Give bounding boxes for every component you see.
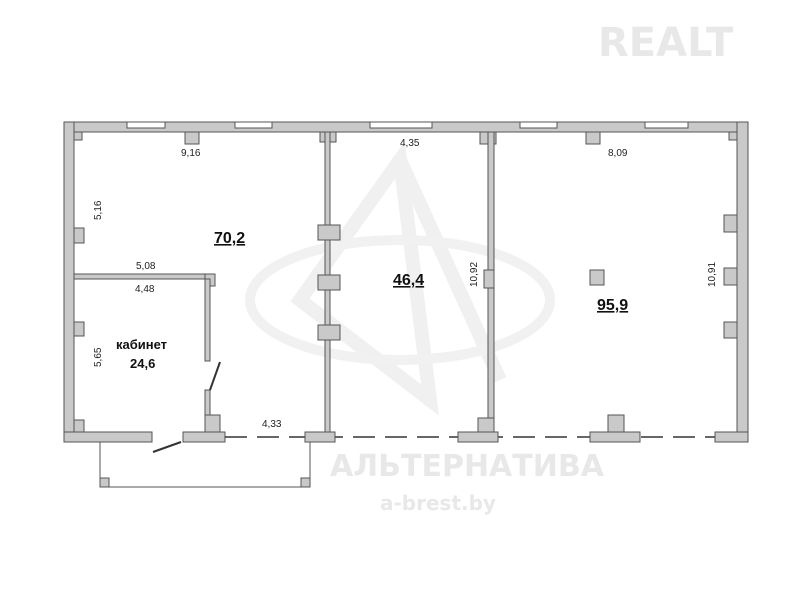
dimension-label: 5,16 — [93, 200, 104, 220]
room-area: 24,6 — [130, 356, 155, 371]
dimension-label: 4,35 — [400, 138, 420, 149]
room-area: 46,4 — [393, 272, 424, 289]
dimension-label: 10,92 — [469, 262, 480, 287]
column — [483, 269, 495, 289]
watermark: REALT АЛЬТЕРНАТИВА a-brest.by — [245, 20, 734, 515]
room-area: 70,2 — [214, 230, 245, 247]
dimension-label: 5,08 — [136, 261, 156, 272]
room-name: кабинет — [116, 337, 167, 352]
door-swing — [209, 361, 221, 391]
entrance-door — [152, 441, 182, 453]
agency-name-watermark: АЛЬТЕРНАТИВА — [330, 449, 605, 484]
dimension-label: 5,65 — [93, 347, 104, 367]
realt-logo-watermark: REALT — [598, 20, 734, 66]
right-wall — [736, 121, 749, 443]
dimension-label: 4,48 — [135, 284, 155, 295]
window — [519, 121, 558, 129]
walls — [63, 121, 749, 488]
agency-logo-watermark — [290, 141, 507, 416]
column — [589, 269, 605, 286]
dimension-label: 9,16 — [181, 148, 201, 159]
column — [317, 274, 341, 291]
dimension-label: 4,33 — [262, 419, 282, 430]
dimension-label: 10,91 — [707, 262, 718, 287]
window — [126, 121, 166, 129]
bottom-wall — [63, 431, 153, 443]
left-wall — [63, 121, 75, 443]
agency-site-watermark: a-brest.by — [380, 491, 496, 515]
cabinet-wall — [73, 273, 216, 280]
porch — [99, 442, 311, 488]
window — [234, 121, 273, 129]
column — [317, 224, 341, 241]
room-area: 95,9 — [597, 297, 628, 314]
window — [644, 121, 689, 129]
window — [369, 121, 433, 129]
column — [317, 324, 341, 341]
dimension-label: 8,09 — [608, 148, 628, 159]
